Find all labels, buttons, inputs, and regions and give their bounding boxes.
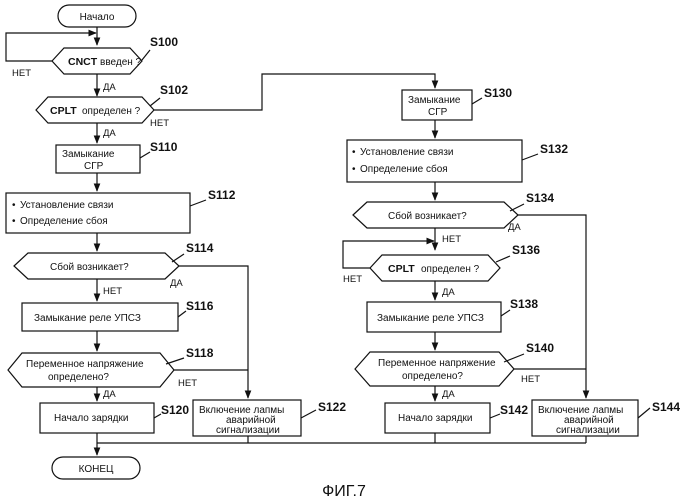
s112-bullet2: •	[12, 216, 16, 227]
s130-line1: Замыкание	[408, 95, 461, 106]
s136-no-label: НЕТ	[343, 274, 362, 285]
step-s138: S138	[510, 297, 538, 311]
s140-line1: Переменное напряжение	[378, 358, 496, 369]
step-s140: S140	[526, 341, 554, 355]
step-s130: S130	[484, 86, 512, 100]
s136-code: CPLT	[388, 263, 415, 275]
s100-no-label: НЕТ	[12, 68, 31, 79]
s118-no-label: НЕТ	[178, 378, 197, 389]
decision-cplt-code: CPLT	[50, 105, 77, 117]
s140-no-label: НЕТ	[521, 374, 540, 385]
s102-no-label: НЕТ	[150, 118, 169, 129]
s130-line2: СГР	[428, 107, 448, 118]
end-label: КОНЕЦ	[79, 464, 114, 475]
s138-text: Замыкание реле УПСЗ	[377, 313, 484, 324]
figure-caption: ФИГ.7	[322, 483, 366, 500]
s118-line1: Переменное напряжение	[26, 359, 144, 370]
s116-text: Замыкание реле УПСЗ	[34, 313, 141, 324]
s110-line1: Замыкание	[62, 149, 115, 160]
step-s100: S100	[150, 35, 178, 49]
s114-yes-label: ДА	[170, 278, 183, 289]
s118-yes-label: ДА	[103, 389, 116, 400]
step-s120: S120	[161, 403, 189, 417]
s110-line2: СГР	[84, 161, 104, 172]
step-s144: S144	[652, 400, 680, 414]
s132-line1: Установление связи	[360, 147, 454, 158]
s112-line2: Определение сбоя	[20, 215, 108, 227]
s132-line2: Определение сбоя	[360, 163, 448, 175]
step-s110: S110	[150, 140, 178, 154]
s118-line2: определено?	[48, 372, 109, 383]
step-s134: S134	[526, 191, 554, 205]
s136-yes-label: ДА	[442, 287, 455, 298]
s134-no-label: НЕТ	[442, 234, 461, 245]
step-s132: S132	[540, 142, 568, 156]
s144-line3: сигнализации	[556, 425, 620, 436]
s134-yes-label: ДА	[508, 222, 521, 233]
start-label: Начало	[80, 12, 115, 23]
s120-text: Начало зарядки	[54, 413, 128, 424]
step-s102: S102	[160, 83, 188, 97]
step-s122: S122	[318, 400, 346, 414]
step-s136: S136	[512, 243, 540, 257]
s142-text: Начало зарядки	[398, 413, 472, 424]
s132-bullet2: •	[352, 164, 356, 175]
s112-line1: Установление связи	[20, 200, 114, 211]
s132-bullet1: •	[352, 147, 356, 158]
step-s112: S112	[208, 188, 236, 202]
s122-line3: сигнализации	[216, 425, 280, 436]
step-s118: S118	[186, 346, 214, 360]
s102-yes-label: ДА	[103, 128, 116, 139]
s136-text: определен ?	[421, 264, 480, 275]
s140-line2: определено?	[402, 371, 463, 382]
s140-yes-label: ДА	[442, 389, 455, 400]
decision-cplt-text: определен ?	[82, 106, 141, 117]
s134-text: Сбой возникает?	[388, 210, 467, 222]
s100-yes-label: ДА	[103, 82, 116, 93]
s114-no-label: НЕТ	[103, 286, 122, 297]
step-s142: S142	[500, 403, 528, 417]
decision-cnct-text: введен ?	[100, 57, 142, 68]
step-s116: S116	[186, 299, 214, 313]
decision-cnct-code: CNCT	[68, 56, 98, 68]
s114-text: Сбой возникает?	[50, 261, 129, 273]
step-s114: S114	[186, 241, 214, 255]
s112-bullet1: •	[12, 200, 16, 211]
process-comm-fault-left	[6, 193, 190, 233]
